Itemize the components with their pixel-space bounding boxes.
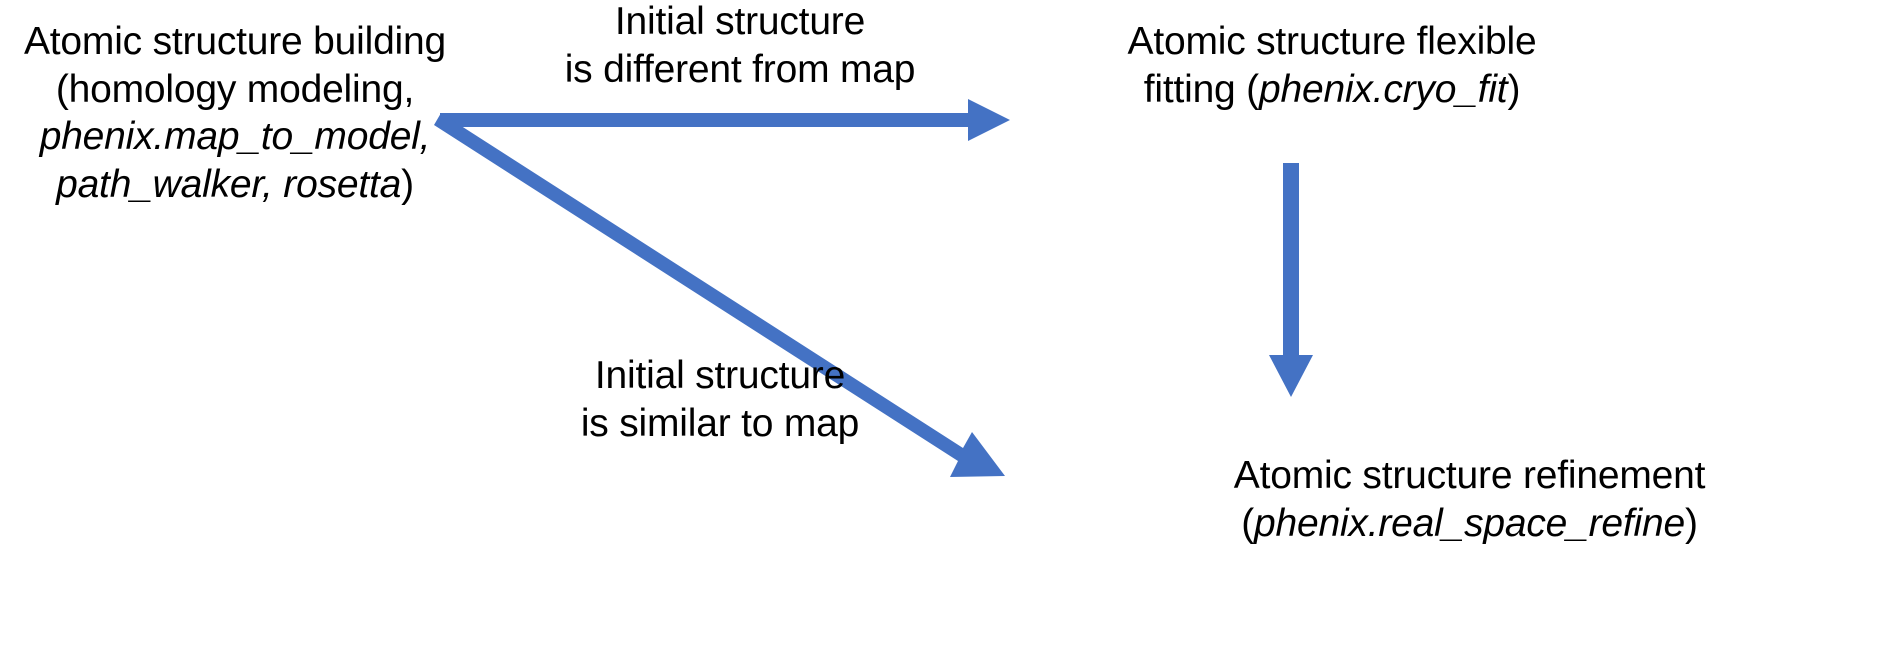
node-atomic-structure-refinement: Atomic structure refinement (phenix.real… [1055,452,1884,547]
edge-label-similar-line-1: Initial structure [594,354,846,397]
node-building-tools: path_walker, rosetta [56,162,402,206]
node-refinement-close-paren: ) [1685,501,1698,545]
node-flexible-fitting-tool: phenix.cryo_fit [1258,67,1508,111]
node-flexible-fitting-line-2: fitting (phenix.cryo_fit) [1072,66,1592,114]
arrow-flexible-fitting-to-refinement [1269,163,1313,397]
edge-label-different-line-1: Initial structure [614,0,866,43]
node-refinement-open-paren: ( [1241,501,1254,545]
node-atomic-structure-flexible-fitting: Atomic structure flexible fitting (pheni… [1072,18,1592,113]
edge-label-is-similar-to-map: Initial structure is similar to map [540,352,900,447]
node-building-line-1: Atomic structure building [23,20,447,63]
edge-label-similar-line-2: is similar to map [580,401,860,445]
node-building-line-2: (homology modeling, [55,67,415,111]
node-building-close-paren: ) [401,162,414,206]
node-refinement-line-1: Atomic structure refinement [1233,454,1706,497]
node-atomic-structure-building: Atomic structure building (homology mode… [0,18,470,208]
node-building-line-3: phenix.map_to_model, [39,115,431,159]
node-refinement-tool: phenix.real_space_refine [1254,501,1685,545]
node-flexible-fitting-close-paren: ) [1507,67,1521,111]
edge-label-different-line-2: is different from map [564,47,916,91]
node-refinement-line-2: (phenix.real_space_refine) [1055,500,1884,548]
edge-label-is-different-from-map: Initial structure is different from map [540,0,940,93]
node-flexible-fitting-line-1: Atomic structure flexible [1127,20,1537,63]
arrow-building-to-flexible-fitting [440,99,1010,141]
node-flexible-fitting-prefix: fitting ( [1143,67,1259,111]
node-building-line-4: path_walker, rosetta) [0,161,470,209]
